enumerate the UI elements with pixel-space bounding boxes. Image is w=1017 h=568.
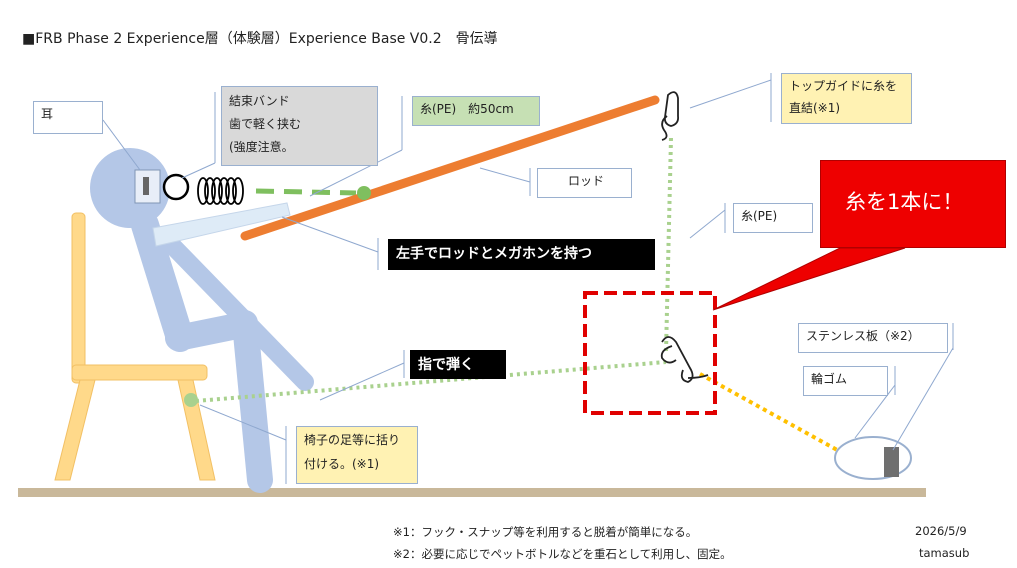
stainless-plate-text: ステンレス板（※2）: [806, 329, 920, 343]
pe-line-label: 糸(PE): [733, 203, 813, 233]
callout-text: 糸を1本に！: [845, 190, 964, 214]
cable-tie-line-3: (強度注意。: [229, 140, 294, 154]
rubber-band: [834, 436, 912, 480]
cable-tie-line-1: 結束バンド: [229, 94, 290, 108]
document-author: tamasub: [919, 546, 970, 560]
chair-knot: [184, 393, 198, 407]
page-title: ■FRB Phase 2 Experience層（体験層）Experience …: [22, 31, 498, 47]
seated-person: [90, 148, 314, 493]
stainless-plate-label: ステンレス板（※2）: [798, 323, 948, 353]
leader-lines: [102, 73, 954, 484]
document-date: 2026/5/9: [915, 524, 967, 538]
mouth-ring: [162, 173, 190, 201]
chair-tie-line-2: 付ける。(※1): [304, 457, 380, 471]
rod-label: ロッド: [537, 168, 632, 198]
line-chair-to-snap: [195, 360, 667, 403]
finger-label: 指で弾く: [410, 350, 506, 379]
ear-label: 耳: [33, 101, 103, 134]
rod: [240, 95, 660, 241]
footnote-2: ※2：必要に応じでペットボトルなどを重石として利用し、固定。: [393, 547, 732, 561]
line-length-label: 糸(PE) 約50cm: [412, 96, 540, 126]
pe-line-label-text: 糸(PE): [741, 209, 778, 223]
left-hand-text: 左手でロッドとメガホンを持つ: [396, 246, 592, 262]
rubber-band-text: 輪ゴム: [811, 372, 848, 386]
chair-tie-line-1: 椅子の足等に括り: [304, 433, 401, 447]
top-guide-line-2: 直結(※1): [789, 101, 841, 115]
stainless-plate-icon: [884, 447, 899, 477]
line-length-text: 糸(PE) 約50cm: [420, 102, 514, 116]
chair-tie-label: 椅子の足等に括り 付ける。(※1): [296, 426, 418, 484]
finger-text: 指で弾く: [418, 357, 474, 373]
rod-label-text: ロッド: [568, 174, 605, 188]
line-top-guide-to-snap: [664, 137, 673, 353]
left-arm: [152, 202, 291, 247]
rod-line-knot: [357, 186, 371, 200]
ear-icon: [143, 177, 149, 195]
top-guide-label: トップガイドに糸を 直結(※1): [781, 73, 912, 124]
ear-label-text: 耳: [41, 107, 54, 121]
snap-swivel-icon: [660, 336, 709, 383]
callout-pointer: [712, 247, 906, 311]
snap-hook-icon: [661, 91, 680, 141]
cable-tie-label: 結束バンド 歯で軽く挟む (強度注意。: [221, 86, 378, 166]
left-hand-label: 左手でロッドとメガホンを持つ: [388, 239, 655, 270]
ground-line: [18, 488, 926, 497]
callout-single-line: 糸を1本に！: [820, 160, 1006, 248]
focus-box: [583, 291, 717, 415]
spring-coil-icon: [197, 177, 244, 205]
footnote-1: ※1：フック・スナップ等を利用すると脱着が簡単になる。: [393, 525, 698, 539]
cable-tie-line-2: 歯で軽く挟む: [229, 117, 302, 131]
top-guide-line-1: トップガイドに糸を: [789, 79, 898, 93]
rubber-band-label: 輪ゴム: [803, 366, 888, 396]
line-spring-to-rod: [255, 188, 357, 196]
